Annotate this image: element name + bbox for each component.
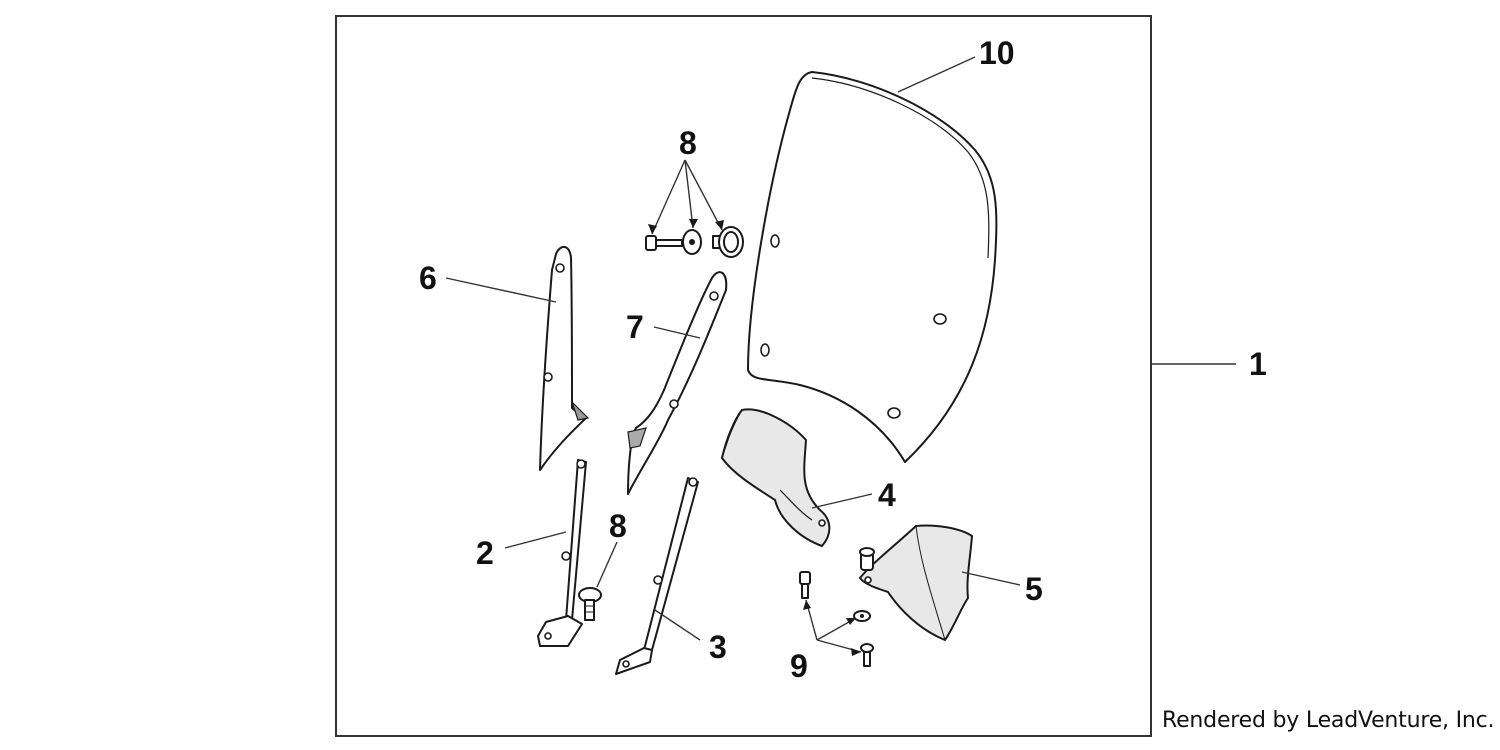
leader-8-bottom [596,541,618,588]
part-7-right-cover[interactable] [627,271,728,495]
callout-4: 4 [878,477,896,513]
part-9-hardware[interactable] [799,547,875,667]
leader-6 [445,277,557,303]
footer-credit: Rendered by LeadVenture, Inc. [1162,708,1495,733]
leader-7 [653,326,701,339]
part-3-right-stay[interactable] [615,477,699,675]
leader-3 [654,609,701,641]
part-8-mounting-hardware[interactable] [645,226,744,258]
callout-3: 3 [709,629,727,665]
part-4-left-deflector[interactable] [721,408,831,547]
leader-2 [504,531,567,549]
callout-8-bottom: 8 [609,508,627,544]
callout-7: 7 [626,309,644,345]
leader-4 [811,493,873,509]
part-10-windscreen[interactable] [747,71,998,463]
callout-8-top: 8 [679,125,697,161]
part-2-left-stay[interactable] [537,459,587,647]
callout-1: 1 [1249,346,1267,382]
leader-8-top-b [684,159,694,229]
leader-8-top-a [651,159,686,235]
leader-10 [897,56,976,93]
callout-6: 6 [419,260,437,296]
callout-5: 5 [1025,571,1043,607]
diagram-frame [335,15,1152,737]
callout-9: 9 [790,648,808,684]
part-8-screw[interactable] [578,587,602,621]
callout-10: 10 [979,35,1015,71]
leader-8-top-c [684,159,723,231]
part-5-right-deflector[interactable] [859,524,973,641]
leader-5 [961,571,1021,586]
part-6-left-cover[interactable] [539,246,590,471]
callout-2: 2 [476,535,494,571]
